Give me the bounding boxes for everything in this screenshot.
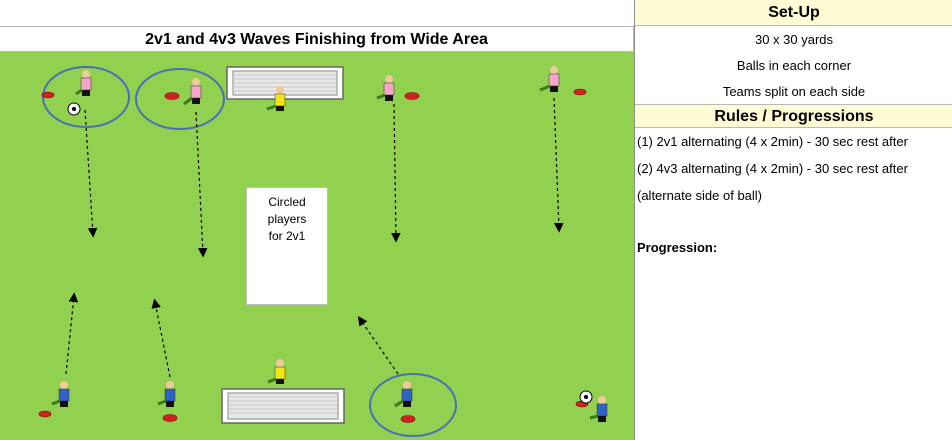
note-line: for 2v1: [268, 229, 306, 243]
rules-header: Rules / Progressions: [635, 104, 952, 128]
info-panel: Set-Up 30 x 30 yards Balls in each corne…: [634, 0, 952, 440]
bottom-goal: [221, 388, 345, 424]
player-blue: [157, 381, 176, 407]
goalkeeper-yellow: [267, 359, 286, 384]
ball-icon: [579, 390, 593, 404]
player-pink: [75, 70, 92, 96]
player-blue: [589, 396, 608, 422]
player-circle: [369, 373, 457, 437]
player-blue: [51, 381, 70, 407]
ball-icon: [67, 102, 81, 116]
top-goal: [226, 66, 344, 100]
note-line: players: [267, 212, 307, 226]
note-line: Circled: [268, 195, 306, 209]
player-blue: [394, 381, 413, 408]
training-field: Circled players for 2v1: [0, 52, 634, 440]
setup-line: Teams split on each side: [722, 84, 866, 99]
cone-markers: [38, 88, 589, 423]
goalkeeper-yellow: [266, 86, 286, 111]
player-pink: [183, 78, 202, 106]
run-arrows: [65, 97, 564, 378]
rule-line: (alternate side of ball): [637, 188, 763, 203]
setup-header: Set-Up: [635, 0, 952, 26]
setup-line: 30 x 30 yards: [754, 32, 834, 47]
player-pink: [376, 75, 395, 101]
rule-line: (1) 2v1 alternating (4 x 2min) - 30 sec …: [637, 134, 908, 149]
setup-line: Balls in each corner: [736, 58, 852, 73]
field-diagram: [38, 66, 608, 437]
rule-line: (2) 4v3 alternating (4 x 2min) - 30 sec …: [637, 161, 908, 176]
drill-title: 2v1 and 4v3 Waves Finishing from Wide Ar…: [0, 26, 634, 52]
circled-players-note: Circled players for 2v1: [246, 187, 328, 305]
progression-label: Progression:: [637, 240, 718, 255]
player-pink: [539, 66, 560, 92]
player-circle: [135, 68, 225, 130]
